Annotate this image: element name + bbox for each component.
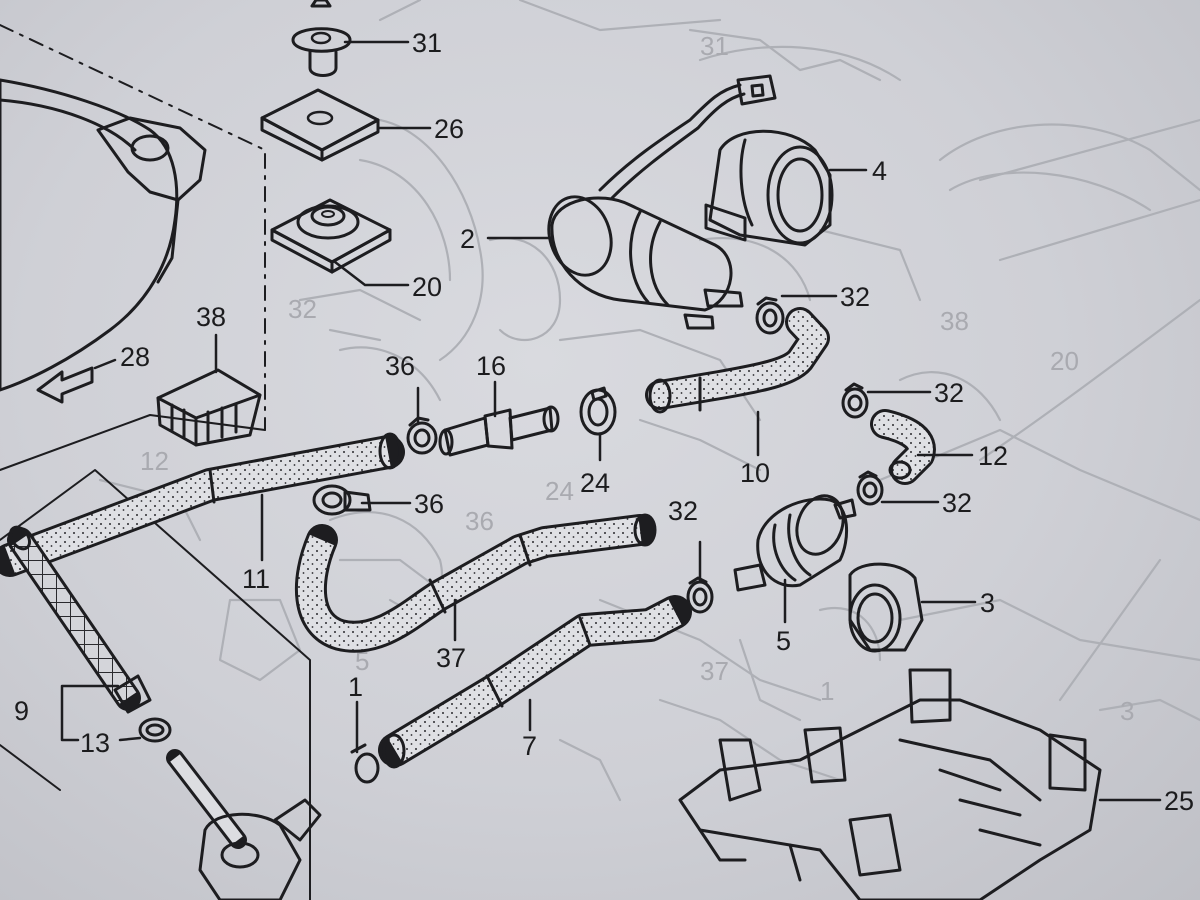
callout-labels: 31 26 4 2 20 32 38 28 36 16 32 12 10 24 … xyxy=(14,28,1194,816)
part-32-clamp-a xyxy=(755,296,785,335)
fuel-tank xyxy=(0,78,207,392)
leader-lines xyxy=(60,40,1162,802)
callout-2: 2 xyxy=(460,224,475,254)
part-2-fuel-pump xyxy=(547,74,777,330)
callout-36: 36 xyxy=(385,351,415,381)
ghost-label: 12 xyxy=(140,446,169,476)
part-37-hose xyxy=(294,513,657,653)
part-20-mount xyxy=(270,198,392,274)
part-13-o-ring xyxy=(138,717,172,743)
callout-25: 25 xyxy=(1164,786,1194,816)
callout-26: 26 xyxy=(434,114,464,144)
ghost-label: 38 xyxy=(940,306,969,336)
part-16-joint xyxy=(438,405,560,457)
callout-36: 36 xyxy=(414,489,444,519)
callout-12: 12 xyxy=(978,441,1008,471)
part-9-strainer xyxy=(7,525,152,714)
part-24-clamp xyxy=(579,386,617,436)
part-26-pad xyxy=(260,88,380,162)
hose-clamps xyxy=(312,296,884,614)
part-4-rubber-holder xyxy=(704,129,834,247)
callout-1: 1 xyxy=(348,672,363,702)
part-5-fuel-filter xyxy=(733,494,857,592)
callout-7: 7 xyxy=(522,731,537,761)
callout-38: 38 xyxy=(196,302,226,332)
ghost-label: 37 xyxy=(700,656,729,686)
part-7-hose xyxy=(378,595,692,769)
part-12-hose xyxy=(870,409,936,485)
part-36-clamp-lower xyxy=(312,484,372,516)
part-25-bracket xyxy=(678,668,1102,900)
ghost-label: 20 xyxy=(1050,346,1079,376)
ghost-label: 31 xyxy=(700,31,729,61)
part-32-clamp-c xyxy=(856,470,884,506)
callout-9: 9 xyxy=(14,696,29,726)
callout-11: 11 xyxy=(242,564,270,594)
frame-lines xyxy=(0,24,311,900)
part-10-hose xyxy=(645,307,830,414)
callout-31: 31 xyxy=(412,28,442,58)
ghost-label: 36 xyxy=(465,506,494,536)
callout-32: 32 xyxy=(840,282,870,312)
direction-arrow-icon xyxy=(36,366,94,404)
callout-4: 4 xyxy=(872,156,887,186)
part-38-cushion xyxy=(156,368,262,447)
callout-32: 32 xyxy=(668,496,698,526)
callout-20: 20 xyxy=(412,272,442,302)
part-3-holder-ring xyxy=(848,562,924,653)
part-36-clamp-upper xyxy=(406,416,438,455)
ghost-label: 24 xyxy=(545,476,574,506)
ghost-label: 5 xyxy=(355,646,369,676)
callout-10: 10 xyxy=(740,458,770,488)
ghost-label: 1 xyxy=(820,676,834,706)
part-1-clip xyxy=(350,743,380,784)
callout-32: 32 xyxy=(934,378,964,408)
callout-3: 3 xyxy=(980,588,995,618)
callout-37: 37 xyxy=(436,643,466,673)
part-11-hose xyxy=(0,432,405,577)
part-32-clamp-b xyxy=(841,382,869,419)
callout-13: 13 xyxy=(80,728,110,758)
ghost-label: 32 xyxy=(288,294,317,324)
callout-32: 32 xyxy=(942,488,972,518)
callout-24: 24 xyxy=(580,468,610,498)
callout-28: 28 xyxy=(120,342,150,372)
callout-5: 5 xyxy=(776,626,791,656)
part-31-grommet xyxy=(291,0,352,77)
fuel-cock-valve xyxy=(166,749,322,900)
ghost-label: 3 xyxy=(1120,696,1134,726)
callout-16: 16 xyxy=(476,351,506,381)
